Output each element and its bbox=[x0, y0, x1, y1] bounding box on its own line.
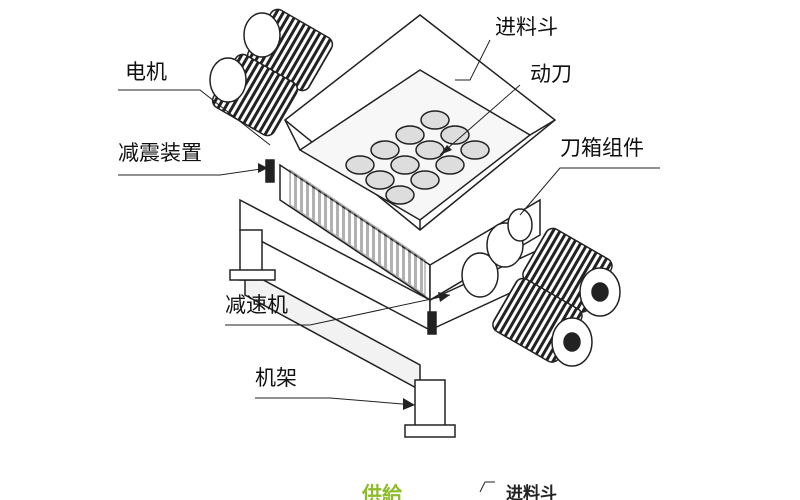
motor-left bbox=[209, 8, 334, 137]
label-damper: 减震装置 bbox=[118, 141, 202, 165]
label-hopper: 进料斗 bbox=[495, 15, 558, 39]
feed-hopper bbox=[283, 14, 557, 231]
label-frame: 机架 bbox=[255, 366, 297, 390]
footer-hopper-label: 进料斗 bbox=[506, 484, 557, 500]
label-blade-box: 刀箱组件 bbox=[560, 136, 644, 160]
motor-right bbox=[492, 227, 621, 367]
footer-green-title: 供給 bbox=[362, 482, 402, 500]
label-motor: 电机 bbox=[125, 60, 167, 84]
leader-lines bbox=[118, 39, 660, 493]
reducer bbox=[461, 208, 533, 298]
label-reducer: 减速机 bbox=[225, 293, 288, 317]
moving-blades bbox=[345, 110, 490, 205]
dampers bbox=[265, 159, 437, 335]
leader-arrows bbox=[258, 145, 452, 410]
label-moving-blade: 动刀 bbox=[530, 62, 572, 86]
